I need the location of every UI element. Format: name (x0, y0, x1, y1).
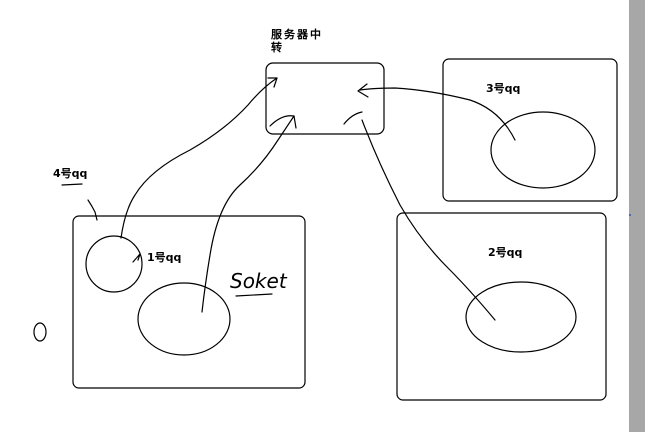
arrowhead-qq2-to-server (343, 111, 363, 125)
socket-label: Soket (230, 269, 288, 293)
qq2-box (396, 212, 607, 401)
connector-qq2-to-server (361, 119, 496, 321)
server-label-line1: 服务器中 (271, 27, 323, 41)
qq3-ellipse (490, 111, 596, 189)
qq3-box (442, 58, 618, 202)
qq2-ellipse (465, 281, 577, 353)
qq1-ellipse (137, 282, 231, 356)
stray-o-mark (33, 322, 47, 342)
scrollbar-marker (629, 214, 631, 216)
qq1-pointer-mark (132, 253, 141, 263)
vertical-scrollbar[interactable] (629, 0, 645, 432)
qq2-label: 2号qq (488, 246, 522, 259)
connector-qq4-to-server (120, 77, 278, 239)
qq1-label: 1号qq (147, 251, 181, 264)
server-box (265, 62, 385, 135)
connector-qq1-to-server (201, 115, 295, 313)
arrowhead-qq1-to-server (269, 115, 297, 129)
arrowhead-qq3-to-server (357, 83, 369, 98)
connector-qq3-to-server (359, 87, 516, 141)
server-label-line2: 转 (271, 40, 282, 54)
qq4-label: 4号qq (53, 167, 87, 180)
arrowhead-qq4-to-server (267, 77, 278, 88)
qq4-circle (85, 235, 143, 293)
qq4-underline (61, 183, 83, 186)
qq4-tick-mark (87, 199, 98, 221)
local-machine-box (72, 215, 306, 389)
socket-underline (235, 293, 273, 297)
qq3-label: 3号qq (486, 82, 520, 95)
